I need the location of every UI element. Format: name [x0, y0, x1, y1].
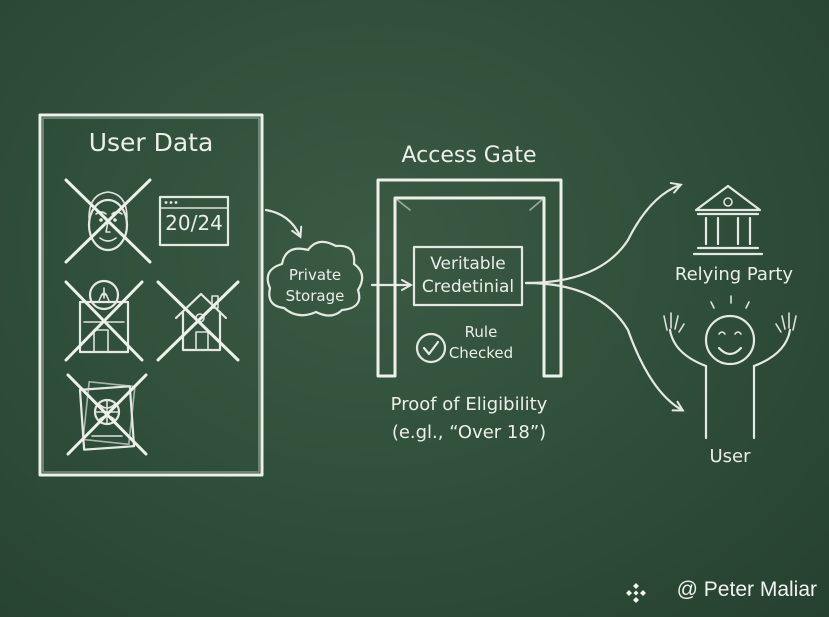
arrow-to-storage: [264, 208, 300, 236]
credential-line2: Credetinial: [421, 277, 515, 297]
access-gate-title: Access Gate: [401, 143, 537, 168]
rule-checked-label: Rule Checked: [448, 322, 514, 364]
credential-box: [412, 245, 524, 307]
calendar-date-text: 20/24: [165, 211, 223, 235]
user-label: User: [709, 446, 751, 467]
private-storage-line2: Storage: [285, 287, 345, 305]
user-data-panel: [38, 113, 264, 477]
bank-icon: [692, 184, 764, 256]
happy-user-icon: [663, 295, 797, 440]
calendar-card-icon: [158, 195, 230, 247]
private-storage-label: Private Storage: [270, 265, 360, 307]
checkmark-icon: [415, 332, 447, 364]
rule-line1: Rule: [464, 323, 498, 341]
face-icon: [64, 178, 152, 264]
cloud-icon: [266, 240, 364, 317]
diamond-logo-icon: [626, 583, 646, 603]
watermark-text: @ Peter Maliar: [676, 578, 817, 601]
passport-icon: [66, 373, 148, 456]
private-storage-line1: Private: [288, 266, 342, 284]
rule-line2: Checked: [448, 344, 514, 362]
credential-line1: Veritable: [430, 254, 506, 274]
arrow-to-relying-party: [524, 185, 680, 285]
biometric-badge-icon: [64, 279, 144, 362]
house-icon: [156, 280, 240, 362]
proof-title: Proof of Eligibility: [390, 394, 548, 415]
proof-example: (e.gl., “Over 18”): [391, 422, 547, 443]
credential-label: Veritable Credetinial: [414, 253, 522, 299]
user-data-title: User Data: [88, 128, 214, 157]
arrow-to-user: [524, 281, 682, 410]
access-gate-frame: [376, 178, 563, 378]
relying-party-label: Relying Party: [674, 264, 794, 285]
